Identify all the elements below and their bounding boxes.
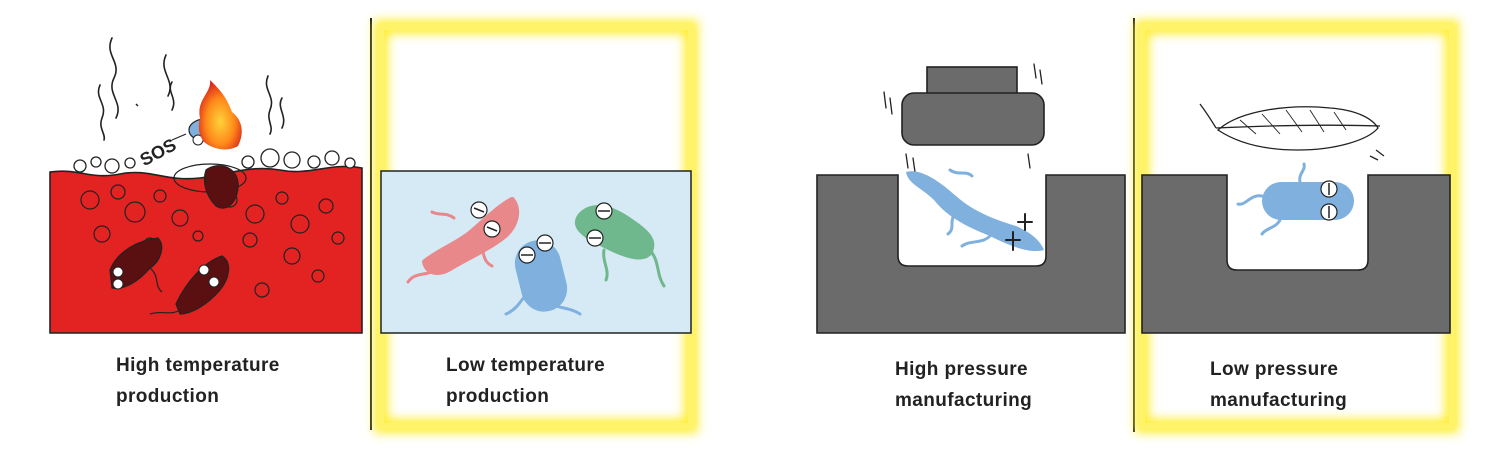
panel-high-pressure — [816, 63, 1126, 334]
burnt-bacteria — [109, 165, 239, 315]
bacterium-blue-safe — [1236, 162, 1354, 236]
caption-line-2: production — [116, 386, 220, 407]
mold-block — [1141, 174, 1451, 334]
caption-line-2: production — [446, 386, 550, 407]
feather-icon — [1199, 103, 1385, 161]
motion-lines — [883, 63, 1043, 173]
press-head — [901, 92, 1045, 146]
caption-line-2: manufacturing — [1210, 390, 1348, 411]
caption-low-pressure: Low pressure manufacturing — [1210, 354, 1347, 416]
bacterium-blue — [504, 234, 582, 316]
bacterium-green — [574, 202, 666, 288]
bacterium-red — [406, 197, 520, 284]
caption-line-1: Low temperature — [446, 355, 606, 376]
caption-high-temperature: High temperature production — [116, 350, 280, 412]
caption-low-temperature: Low temperature production — [446, 350, 605, 412]
x-eyes-icon — [1005, 213, 1033, 251]
burning-bacterium — [188, 80, 242, 150]
steam-icon — [97, 37, 285, 141]
caption-line-2: manufacturing — [895, 390, 1033, 411]
caption-line-1: Low pressure — [1210, 359, 1339, 380]
fire-icon — [198, 80, 242, 150]
panel-high-temperature: SOS — [49, 37, 363, 334]
panel-low-pressure — [1135, 20, 1459, 433]
surface-foam — [73, 148, 356, 174]
caption-high-pressure: High pressure manufacturing — [895, 354, 1032, 416]
panel-low-temperature — [374, 20, 698, 433]
caption-line-1: High temperature — [116, 355, 280, 376]
caption-line-1: High pressure — [895, 359, 1028, 380]
mold-block — [816, 174, 1126, 334]
squashed-bacterium — [906, 168, 1044, 252]
